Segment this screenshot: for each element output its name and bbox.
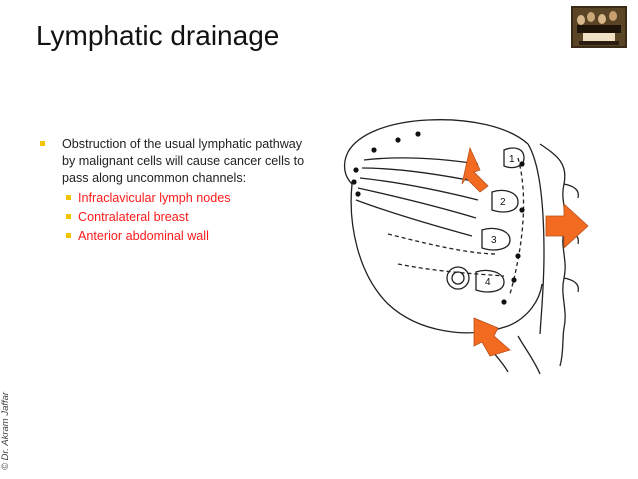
node-number-label: 2 — [500, 197, 506, 208]
bullet-item-main: Obstruction of the usual lymphatic pathw… — [38, 136, 308, 188]
sub-bullet-item: Contralateral breast — [38, 209, 308, 226]
right-arrow-icon — [545, 203, 589, 249]
sub-bullet-list: Infraclavicular lymph nodes Contralatera… — [38, 190, 308, 246]
down-arrow-icon — [473, 317, 511, 357]
up-left-arrow-icon — [461, 146, 489, 193]
sub-bullet-text: Anterior abdominal wall — [78, 229, 209, 244]
bullet-square-icon — [66, 233, 71, 239]
node-number-label: 1 — [509, 154, 515, 165]
breast-lymphatics-diagram: 1 2 3 4 — [343, 119, 589, 375]
bullet-text-main: Obstruction of the usual lymphatic pathw… — [62, 137, 305, 186]
node-number-label: 4 — [485, 277, 491, 288]
copyright-text: © Dr. Akram Jaffar — [0, 391, 11, 470]
sub-bullet-item: Anterior abdominal wall — [38, 228, 308, 245]
bullet-square-icon — [66, 213, 71, 219]
slide-title: Lymphatic drainage — [36, 20, 280, 51]
node-number-label: 3 — [491, 235, 497, 246]
painting-thumbnail — [571, 6, 627, 48]
sub-bullet-item: Infraclavicular lymph nodes — [38, 190, 308, 207]
bullet-square-icon — [40, 141, 45, 146]
sub-bullet-text: Contralateral breast — [78, 209, 189, 224]
bullet-square-icon — [66, 194, 71, 200]
bullet-list: Obstruction of the usual lymphatic pathw… — [38, 136, 308, 247]
sub-bullet-text: Infraclavicular lymph nodes — [78, 190, 231, 205]
